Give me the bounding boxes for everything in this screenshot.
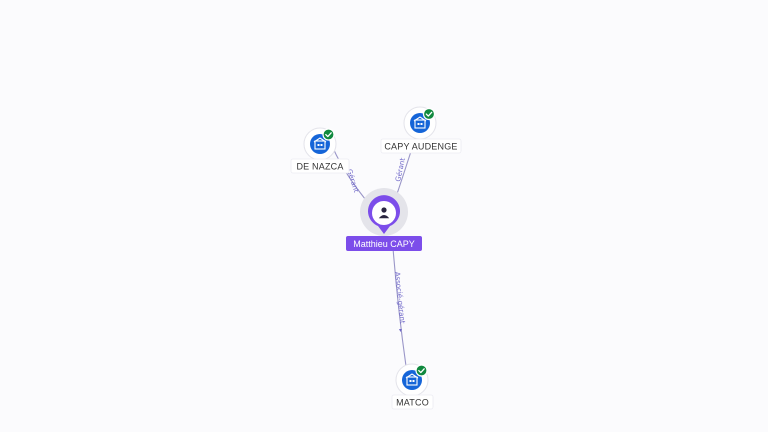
company-label-box xyxy=(391,394,434,410)
company-node-matco[interactable]: MATCO xyxy=(391,363,434,410)
building-icon xyxy=(313,137,327,150)
person-icon xyxy=(378,207,390,219)
company-node-capy-audenge[interactable]: CAPY AUDENGE xyxy=(380,106,462,154)
verified-badge xyxy=(415,364,428,377)
edge-matco[interactable]: Associé-gérant xyxy=(392,247,407,367)
company-label-matco: MATCO xyxy=(396,398,429,408)
edge-de-nazca[interactable]: Gérant xyxy=(332,147,371,206)
edge-arrow-matco xyxy=(399,329,402,332)
company-label-capy-audenge: CAPY AUDENGE xyxy=(384,142,457,152)
building-icon xyxy=(413,116,427,129)
person-label: Matthieu CAPY xyxy=(353,239,415,249)
verified-badge xyxy=(422,107,436,121)
company-label-box xyxy=(380,138,462,154)
person-node[interactable]: Matthieu CAPY xyxy=(346,188,422,251)
verified-badge xyxy=(322,128,335,141)
edge-label-matco: Associé-gérant xyxy=(393,271,406,324)
company-label-box xyxy=(290,158,350,174)
company-node-de-nazca[interactable]: DE NAZCA xyxy=(290,127,350,174)
company-label-de-nazca: DE NAZCA xyxy=(296,162,343,172)
person-label-box xyxy=(346,236,422,251)
building-icon xyxy=(405,373,419,386)
